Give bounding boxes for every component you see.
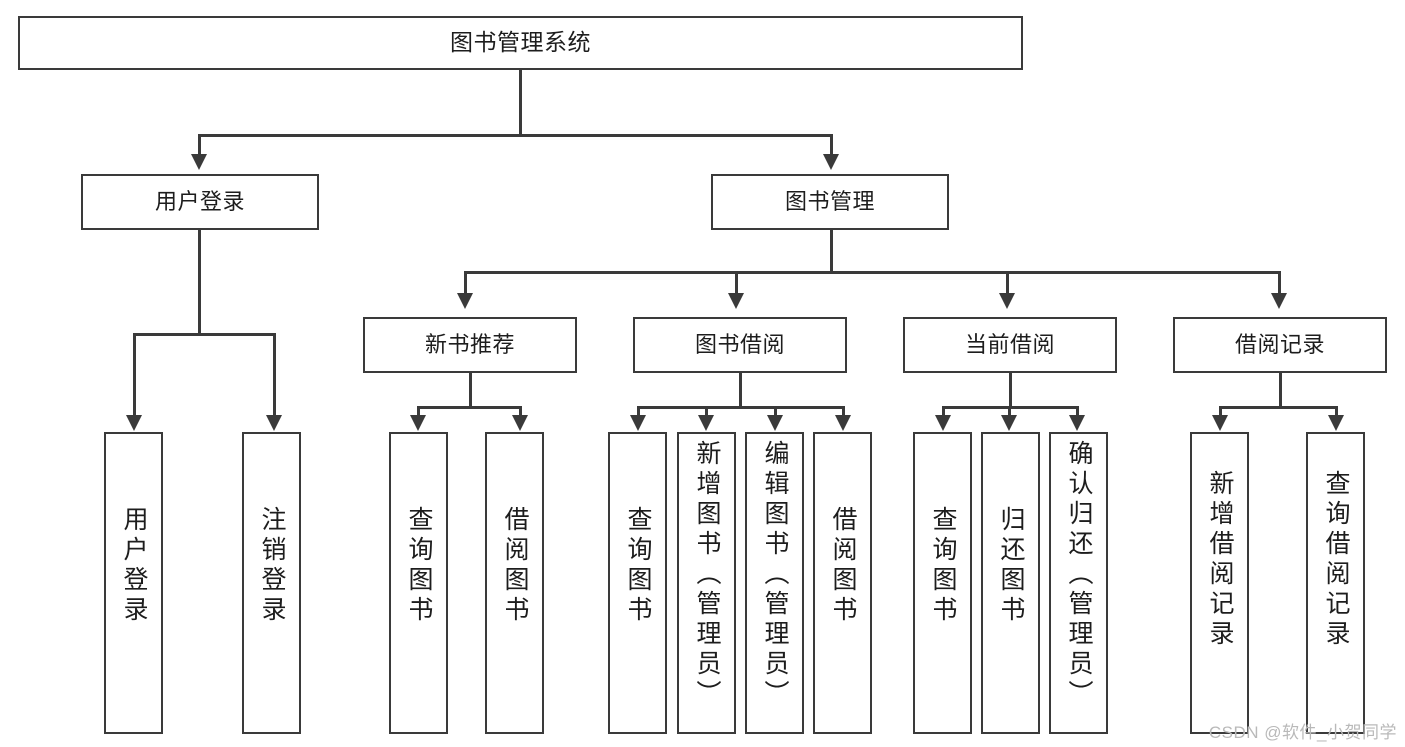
node-label: 用户登录: [154, 188, 245, 214]
node-label: 借阅图书: [829, 506, 857, 626]
connector-to-borrow-record: [1278, 271, 1281, 295]
node-book-management[interactable]: 图书管理: [711, 174, 949, 230]
arrowhead-leaf-query-book-2: [630, 415, 646, 431]
node-borrow-record[interactable]: 借阅记录: [1173, 317, 1387, 373]
connector-bb-child-4: [842, 406, 845, 417]
node-label: 查询图书: [624, 506, 652, 626]
node-current-borrow[interactable]: 当前借阅: [903, 317, 1117, 373]
arrowhead-leaf-logout: [266, 415, 282, 431]
connector-current-borrow-stem: [1009, 373, 1012, 409]
connector-cb-child-3: [1076, 406, 1079, 417]
connector-to-book-borrow: [735, 271, 738, 295]
node-label: 新增图书（管理员）: [693, 440, 721, 710]
node-leaf-query-book-2[interactable]: 查询图书: [608, 432, 667, 734]
connector-bb-child-2: [705, 406, 708, 417]
connector-cb-child-2: [1008, 406, 1011, 417]
watermark-text: CSDN @软件_小贺同学: [1208, 723, 1397, 742]
arrowhead-book-borrow: [728, 293, 744, 309]
node-label: 查询借阅记录: [1322, 470, 1350, 650]
node-leaf-confirm-return[interactable]: 确认归还（管理员）: [1049, 432, 1108, 734]
node-label: 图书管理系统: [450, 29, 591, 56]
node-leaf-query-record[interactable]: 查询借阅记录: [1306, 432, 1365, 734]
connector-user-login-bar: [133, 333, 276, 336]
arrowhead-leaf-confirm-return: [1069, 415, 1085, 431]
connector-to-new-book-recommend: [464, 271, 467, 295]
arrowhead-borrow-record: [1271, 293, 1287, 309]
connector-user-login-child-2: [273, 333, 276, 417]
node-leaf-query-book-1[interactable]: 查询图书: [389, 432, 448, 734]
connector-root-bar: [198, 134, 832, 137]
connector-root-stem: [519, 70, 522, 136]
connector-borrow-record-bar: [1219, 406, 1338, 409]
arrowhead-to-user-login: [191, 154, 207, 170]
arrowhead-leaf-return-book: [1001, 415, 1017, 431]
node-label: 查询图书: [929, 506, 957, 626]
node-label: 用户登录: [120, 506, 148, 626]
arrowhead-new-book-recommend: [457, 293, 473, 309]
arrowhead-leaf-query-book-3: [935, 415, 951, 431]
node-label: 图书借阅: [694, 331, 785, 357]
connector-new-book-recommend-bar: [417, 406, 522, 409]
arrowhead-leaf-user-login: [126, 415, 142, 431]
connector-root-to-book-management: [830, 134, 833, 156]
connector-user-login-child-1: [133, 333, 136, 417]
node-label: 图书管理: [784, 188, 875, 214]
connector-br-child-2: [1335, 406, 1338, 417]
node-label: 借阅记录: [1234, 331, 1325, 357]
node-leaf-add-book[interactable]: 新增图书（管理员）: [677, 432, 736, 734]
arrowhead-leaf-borrow-book-2: [835, 415, 851, 431]
arrowhead-leaf-edit-book: [767, 415, 783, 431]
arrowhead-leaf-query-record: [1328, 415, 1344, 431]
connector-new-book-recommend-stem: [469, 373, 472, 409]
connector-br-child-1: [1219, 406, 1222, 417]
arrowhead-to-book-management: [823, 154, 839, 170]
node-label: 新书推荐: [424, 331, 515, 357]
node-label: 新增借阅记录: [1206, 470, 1234, 650]
connector-user-login-stem: [198, 230, 201, 336]
connector-book-borrow-bar: [637, 406, 845, 409]
node-book-borrow[interactable]: 图书借阅: [633, 317, 847, 373]
connector-nbr-child-2: [519, 406, 522, 417]
node-leaf-return-book[interactable]: 归还图书: [981, 432, 1040, 734]
arrowhead-current-borrow: [999, 293, 1015, 309]
node-label: 查询图书: [405, 506, 433, 626]
node-leaf-user-login[interactable]: 用户登录: [104, 432, 163, 734]
connector-nbr-child-1: [417, 406, 420, 417]
connector-bb-child-3: [774, 406, 777, 417]
node-label: 当前借阅: [964, 331, 1055, 357]
node-root-system[interactable]: 图书管理系统: [18, 16, 1023, 70]
connector-root-to-user-login: [198, 134, 201, 156]
connector-book-management-bar: [464, 271, 1281, 274]
node-leaf-logout[interactable]: 注销登录: [242, 432, 301, 734]
node-label: 注销登录: [258, 506, 286, 626]
node-leaf-query-book-3[interactable]: 查询图书: [913, 432, 972, 734]
arrowhead-leaf-add-book: [698, 415, 714, 431]
arrowhead-leaf-query-book-1: [410, 415, 426, 431]
node-leaf-add-record[interactable]: 新增借阅记录: [1190, 432, 1249, 734]
connector-bb-child-1: [637, 406, 640, 417]
node-label: 借阅图书: [501, 506, 529, 626]
node-leaf-borrow-book-2[interactable]: 借阅图书: [813, 432, 872, 734]
arrowhead-leaf-add-record: [1212, 415, 1228, 431]
node-leaf-borrow-book-1[interactable]: 借阅图书: [485, 432, 544, 734]
node-label: 编辑图书（管理员）: [761, 440, 789, 710]
arrowhead-leaf-borrow-book-1: [512, 415, 528, 431]
node-new-book-recommend[interactable]: 新书推荐: [363, 317, 577, 373]
connector-borrow-record-stem: [1279, 373, 1282, 409]
node-leaf-edit-book[interactable]: 编辑图书（管理员）: [745, 432, 804, 734]
connector-cb-child-1: [942, 406, 945, 417]
node-label: 确认归还（管理员）: [1065, 440, 1093, 710]
connector-to-current-borrow: [1006, 271, 1009, 295]
node-user-login[interactable]: 用户登录: [81, 174, 319, 230]
connector-book-borrow-stem: [739, 373, 742, 409]
node-label: 归还图书: [997, 506, 1025, 626]
connector-book-management-stem: [830, 230, 833, 274]
